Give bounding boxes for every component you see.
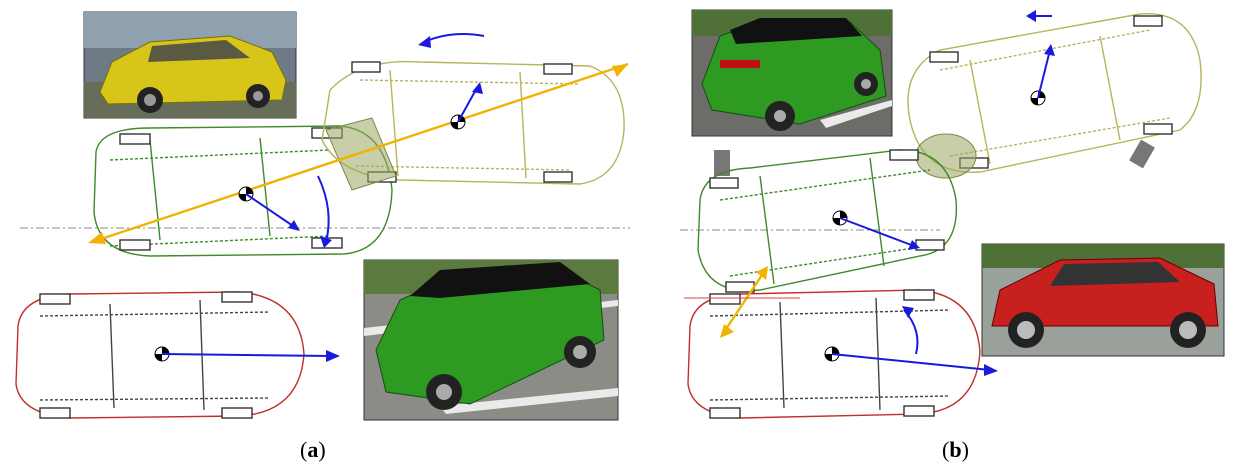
rotation-arrow-green xyxy=(317,175,330,243)
impulse-arrowhead-left xyxy=(88,232,106,244)
rotation-arrow-red xyxy=(903,309,919,355)
velocity-arrow-green xyxy=(839,217,915,247)
panel-a: (a) xyxy=(15,11,630,463)
caption-open-paren: ( xyxy=(942,437,950,462)
impulse-arrowhead-right xyxy=(612,64,628,77)
red-car-topview xyxy=(687,289,981,419)
caption-close-paren: ) xyxy=(961,437,969,462)
panel-a-diagram xyxy=(15,11,630,421)
caption-letter: b xyxy=(949,437,962,462)
caption-close-paren: ) xyxy=(318,437,326,462)
caption-letter: a xyxy=(307,437,319,462)
caption-a: (a) xyxy=(300,437,326,463)
photo-green-suv xyxy=(691,9,893,137)
photo-red-suv xyxy=(981,243,1225,357)
velocity-arrow-red xyxy=(161,353,331,357)
marker-block-left xyxy=(714,150,730,176)
velocity-arrow-red xyxy=(831,353,991,371)
photo-green-car xyxy=(363,259,619,421)
marker-block-right xyxy=(1129,139,1155,169)
impulse-line xyxy=(723,271,765,333)
velocity-arrow-green xyxy=(245,193,297,229)
impulse-line xyxy=(91,62,629,244)
caption-b: (b) xyxy=(942,437,969,463)
rotation-arrow-yellow xyxy=(423,33,485,43)
velocity-arrow-yellow xyxy=(1037,49,1051,99)
red-car-topview xyxy=(15,291,305,419)
green-car-topview xyxy=(697,149,958,293)
panel-b-diagram xyxy=(680,9,1225,419)
caption-open-paren: ( xyxy=(300,437,308,462)
panel-b: (b) xyxy=(640,0,1239,476)
contact-patch xyxy=(325,117,397,191)
photo-yellow-car xyxy=(83,11,297,119)
